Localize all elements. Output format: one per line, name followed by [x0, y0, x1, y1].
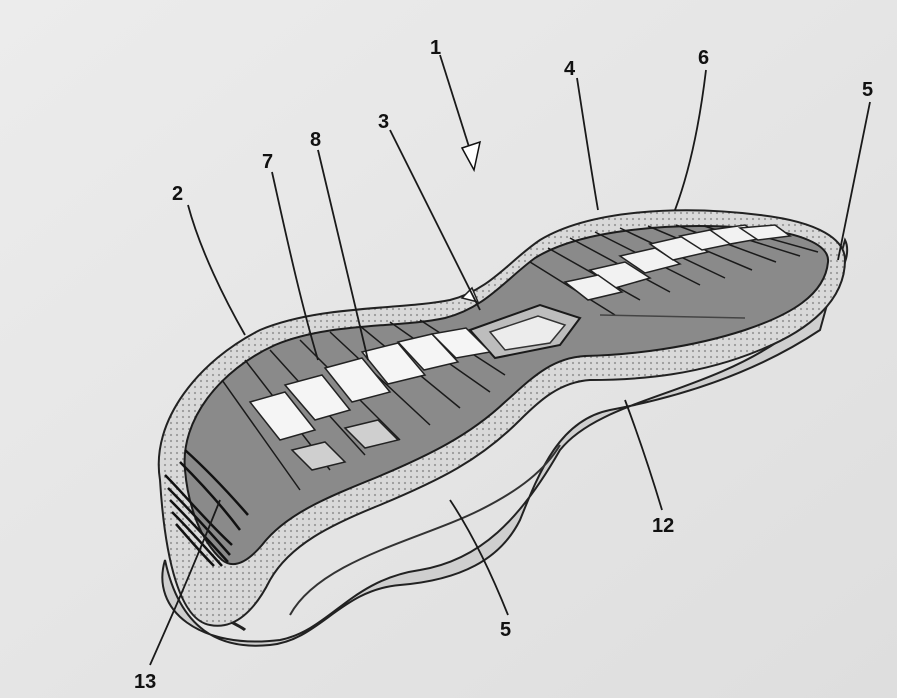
leader-12 — [624, 399, 663, 511]
leader-13 — [149, 499, 221, 666]
rearfoot-blocks — [248, 327, 492, 471]
arrow-head-icon — [460, 140, 482, 173]
leader-3 — [389, 129, 481, 311]
label-2: 2 — [172, 183, 183, 205]
label-7: 7 — [262, 151, 273, 173]
label-6: 6 — [698, 47, 709, 69]
label-1: 1 — [430, 37, 441, 59]
leader-8 — [317, 149, 369, 361]
leader-5a — [837, 101, 871, 261]
leader-5b — [449, 499, 509, 616]
label-8: 8 — [310, 129, 321, 151]
heel-grooves — [164, 449, 249, 567]
midsole-sidewall — [161, 237, 849, 647]
leader-7 — [271, 171, 319, 361]
shank-window — [488, 315, 567, 351]
label-3: 3 — [378, 111, 389, 133]
label-4: 4 — [564, 58, 576, 80]
label-5-bottom: 5 — [500, 619, 511, 641]
leader-4 — [576, 77, 599, 211]
label-12: 12 — [652, 515, 674, 537]
leader-2 — [187, 204, 246, 336]
label-5-top: 5 — [862, 79, 873, 101]
label-13: 13 — [134, 671, 156, 693]
arrow-icon — [439, 54, 471, 151]
forefoot-blocks — [563, 224, 792, 301]
leader-6 — [674, 69, 707, 211]
tread-field — [183, 225, 830, 566]
